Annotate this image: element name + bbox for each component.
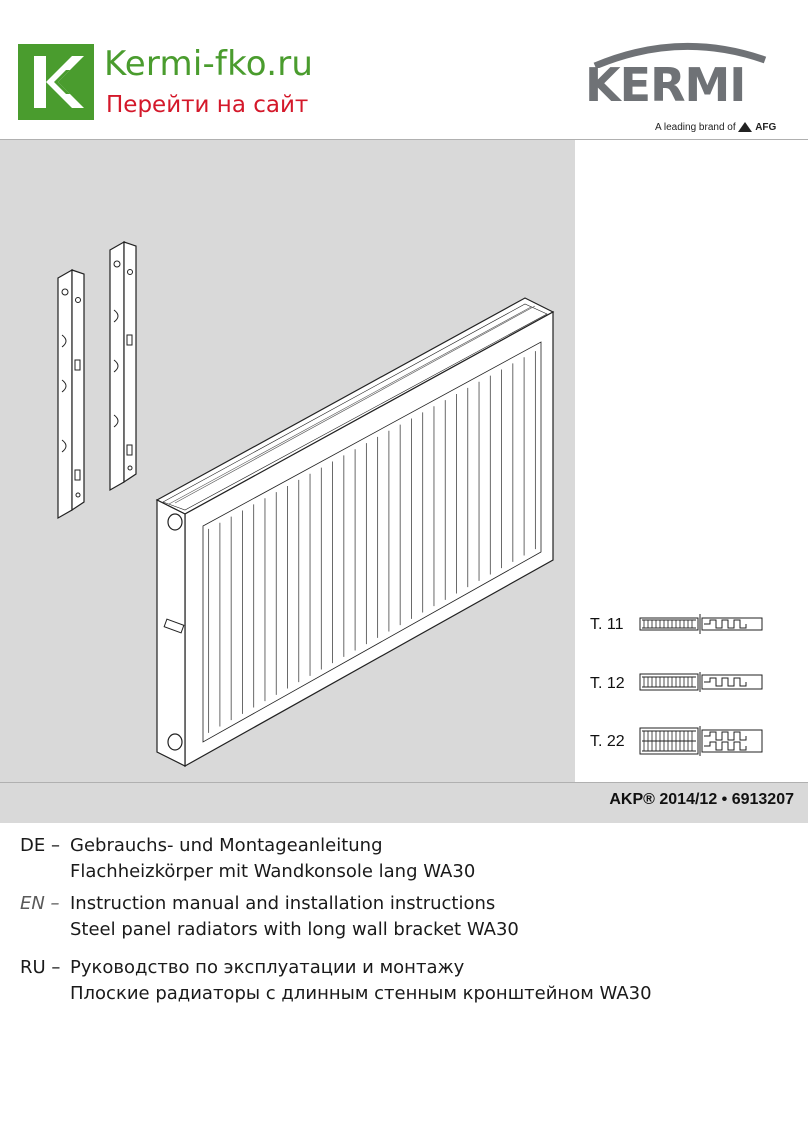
- lang-code-de: DE –: [20, 835, 60, 856]
- lang-code-ru: RU –: [20, 957, 61, 978]
- brand-name: KERMI: [585, 58, 746, 112]
- type-label-t12: T. 12: [590, 675, 625, 692]
- brand-arc-icon: [593, 42, 767, 68]
- section-t12-icon: [639, 672, 763, 692]
- brand-logo: KERMI A leading brand of AFG: [585, 38, 776, 138]
- document-code-bar: [0, 783, 808, 823]
- brand-tagline-text: A leading brand of: [655, 122, 736, 133]
- lang-code-en: EN –: [20, 893, 60, 914]
- document-divider: [0, 782, 808, 783]
- lang-subtitle-ru: Плоские радиаторы с длинным стенным крон…: [70, 983, 652, 1004]
- lang-block-de: DE – Gebrauchs- und Montageanleitung Fla…: [20, 833, 800, 887]
- site-link[interactable]: Перейти на сайт: [106, 92, 309, 118]
- lang-block-ru: RU – Руководство по эксплуатации и монта…: [20, 955, 800, 1009]
- lang-subtitle-de: Flachheizkörper mit Wandkonsole lang WA3…: [70, 861, 476, 882]
- lang-title-de: Gebrauchs- und Montageanleitung: [70, 835, 383, 856]
- lang-title-en: Instruction manual and installation inst…: [70, 893, 496, 914]
- lang-subtitle-en: Steel panel radiators with long wall bra…: [70, 919, 519, 940]
- wall-bracket-pair-icon: [57, 240, 137, 520]
- lang-title-ru: Руководство по эксплуатации и монтажу: [70, 957, 465, 978]
- site-title[interactable]: Kermi-fko.ru: [104, 44, 314, 84]
- lang-block-en: EN – Instruction manual and installation…: [20, 891, 800, 945]
- afg-icon: [738, 122, 753, 133]
- type-label-t22: T. 22: [590, 733, 625, 750]
- brand-tagline: A leading brand of AFG: [655, 122, 776, 133]
- header-divider: [0, 139, 808, 140]
- site-logo[interactable]: [18, 44, 94, 120]
- type-label-t11: T. 11: [590, 616, 624, 633]
- document-code: AKP® 2014/12 • 6913207: [609, 791, 794, 808]
- section-t11-icon: [639, 614, 763, 634]
- k-logo-icon: [34, 56, 84, 108]
- section-t22-icon: [639, 726, 763, 756]
- panel-radiator-icon: [155, 297, 555, 768]
- brand-parent: AFG: [755, 122, 777, 133]
